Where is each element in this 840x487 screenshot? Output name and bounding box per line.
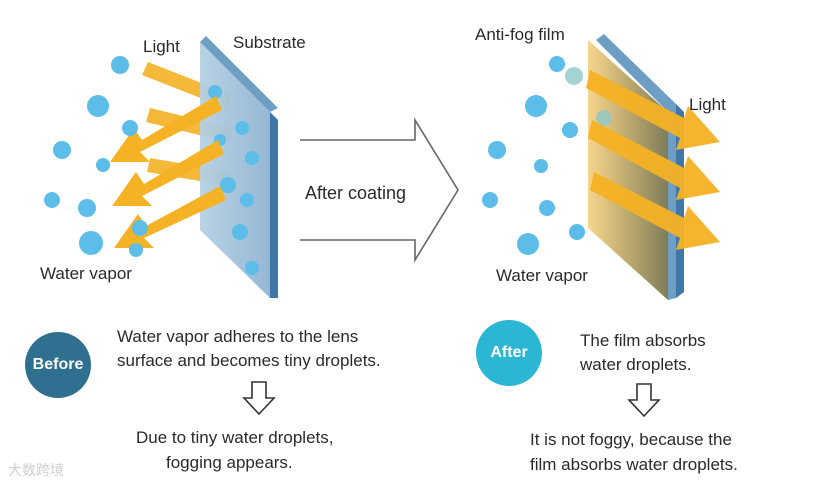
transmitted-arrow-2 <box>588 120 720 200</box>
pane-back <box>596 34 676 300</box>
after-down-arrow <box>627 383 661 418</box>
reflected-arrow-1 <box>110 96 222 162</box>
right-vapor-droplets <box>482 56 585 255</box>
substrate-label: Substrate <box>233 33 306 52</box>
after-result-line2: film absorbs water droplets. <box>530 455 738 474</box>
after-coating-label: After coating <box>305 183 407 203</box>
before-down-arrow <box>242 381 276 416</box>
watermark: 大数跨境 <box>8 462 64 478</box>
substrate-pane <box>200 36 278 298</box>
right-light-label: Light <box>689 95 726 114</box>
substrate-top <box>200 36 278 112</box>
transmitted-arrow-1 <box>586 70 720 150</box>
left-light-label: Light <box>143 37 180 56</box>
anti-fog-film-label: Anti-fog film <box>475 25 565 44</box>
before-result-line1: Due to tiny water droplets, <box>136 428 334 447</box>
transmitted-arrow-3 <box>590 172 720 250</box>
after-badge: After <box>476 320 542 386</box>
left-vapor-droplets <box>44 56 148 257</box>
before-badge: Before <box>25 332 91 398</box>
substrate-edge <box>270 112 278 298</box>
pane-droplets <box>208 85 259 275</box>
before-description-line1: Water vapor adheres to the lens <box>117 327 359 346</box>
substrate-face <box>200 42 270 298</box>
before-result-line2: fogging appears. <box>166 453 293 472</box>
after-description-line1: The film absorbs <box>580 331 706 350</box>
after-result-line1: It is not foggy, because the <box>530 430 732 449</box>
after-coating-arrow <box>300 117 459 263</box>
right-vapor-label: Water vapor <box>496 266 588 285</box>
before-description-line2: surface and becomes tiny droplets. <box>117 351 381 370</box>
after-description-line2: water droplets. <box>580 355 692 374</box>
left-vapor-label: Water vapor <box>40 264 132 283</box>
reflected-arrow-2 <box>112 140 224 206</box>
right-light-arrows <box>586 70 720 250</box>
